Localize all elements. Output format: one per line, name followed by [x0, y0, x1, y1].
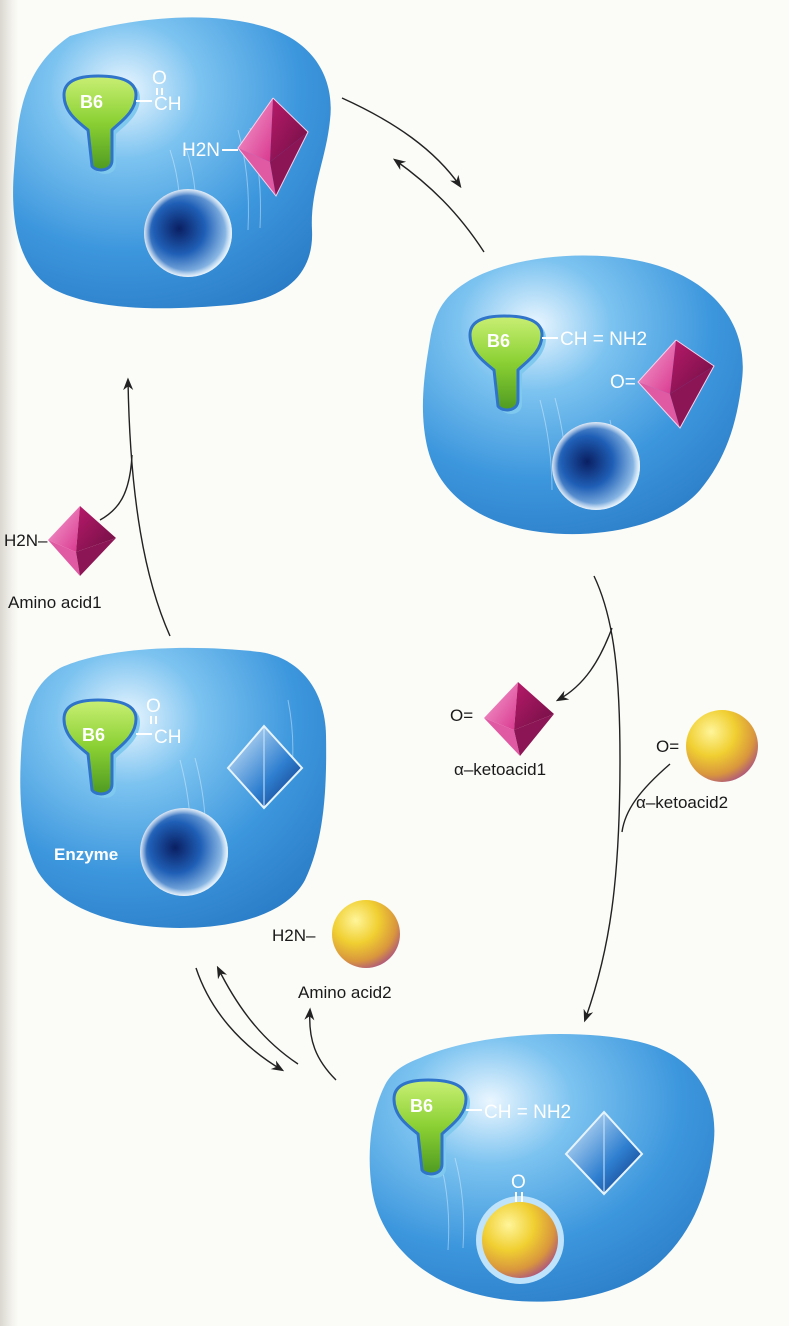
b6-cofactor [62, 74, 138, 172]
page-edge [0, 0, 18, 1326]
b6-cofactor [468, 314, 544, 412]
enzyme-label: Enzyme [54, 845, 118, 864]
b6-label: B6 [410, 1096, 433, 1116]
amine-group-label: H2N– [272, 926, 316, 945]
enzyme-state-2: B6 CH = NH2 O= [422, 255, 743, 535]
b6-cofactor [62, 698, 138, 796]
keto-group-label: O= [610, 372, 636, 393]
keto-group-label: O= [450, 706, 473, 725]
pocket-rim [144, 189, 232, 277]
b6-label: B6 [82, 725, 105, 745]
amino-acid-2-label: Amino acid2 [298, 983, 392, 1002]
alpha-ketoacid-1-label: α–ketoacid1 [454, 760, 546, 779]
amino-acid-2: H2N– Amino acid2 [272, 900, 400, 1002]
keto-acid-2-bound [482, 1202, 558, 1278]
release-ketoacid-1-arrow [555, 627, 613, 702]
reverse-arrow [216, 965, 299, 1065]
amine-group-label: H2N– [4, 531, 48, 550]
pocket-rim [140, 808, 228, 896]
keto-acid-2-ball [686, 710, 758, 782]
b6-label: B6 [487, 331, 510, 351]
reverse-arrow [392, 158, 485, 253]
b6-cofactor [392, 1078, 468, 1176]
enzyme-state-1: B6 O CH H2N [13, 17, 331, 309]
enzyme-state-4: B6 CH = NH2 O [369, 1034, 715, 1302]
reaction-arrows [99, 97, 671, 1081]
imine-group-label: CH = NH2 [484, 1102, 571, 1123]
pocket-rim [552, 422, 640, 510]
empty-octahedral-site [564, 1110, 644, 1196]
enter-ketoacid-2-line [621, 763, 671, 833]
amino-acid-1: H2N– Amino acid1 [4, 506, 116, 612]
aldehyde-oxygen-label: O [146, 696, 161, 717]
forward-arrow [195, 967, 285, 1072]
keto-oxygen-label: O [511, 1172, 526, 1193]
ascending-arrow [123, 377, 171, 637]
imine-group-label: CH = NH2 [560, 329, 647, 350]
descending-arrow [583, 575, 621, 1023]
enzyme-state-3: B6 O CH Enzyme [20, 647, 327, 928]
amino-acid-2-ball [332, 900, 400, 968]
forward-arrow [341, 97, 462, 189]
alpha-ketoacid-2: O= α–ketoacid2 [636, 710, 758, 812]
amino-acid-1-label: Amino acid1 [8, 593, 102, 612]
aldehyde-oxygen-label: O [152, 68, 167, 89]
aldehyde-ch-label: CH [154, 94, 181, 115]
b6-label: B6 [80, 92, 103, 112]
enter-amino-acid-1-line [99, 454, 133, 521]
empty-octahedral-site [226, 724, 304, 810]
aldehyde-ch-label: CH [154, 727, 181, 748]
amine-group-label: H2N [182, 140, 220, 161]
alpha-ketoacid-2-label: α–ketoacid2 [636, 793, 728, 812]
release-amino-acid-2-arrow [304, 1007, 337, 1081]
keto-acid-1-bound [637, 339, 715, 429]
keto-group-label: O= [656, 737, 679, 756]
alpha-ketoacid-1: O= α–ketoacid1 [450, 682, 554, 779]
amino-acid-1-bound [237, 97, 309, 197]
